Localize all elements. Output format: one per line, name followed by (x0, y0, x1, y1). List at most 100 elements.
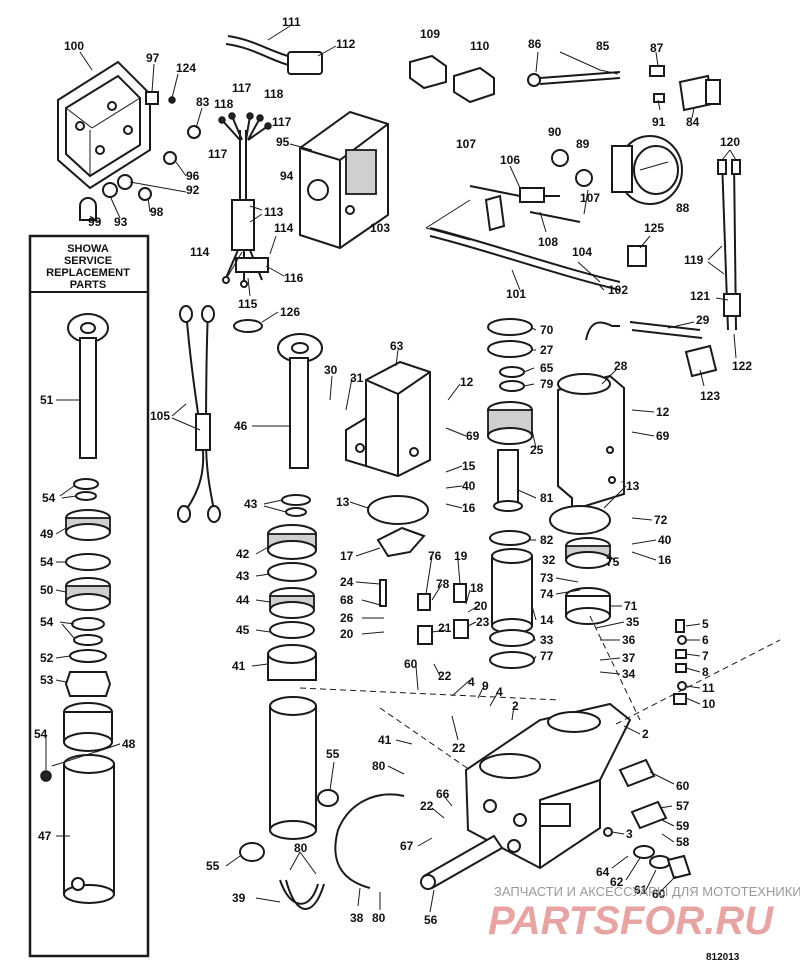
callout-117-c: 117 (208, 147, 228, 161)
callout-102: 102 (608, 283, 628, 297)
callout-69-a: 69 (466, 429, 480, 443)
callout-112: 112 (336, 37, 356, 51)
callout-63: 63 (390, 339, 404, 353)
callout-97: 97 (146, 51, 160, 65)
small-hardware-group-left (79, 91, 201, 221)
callout-57: 57 (676, 799, 690, 813)
callout-111: 111 (282, 15, 301, 29)
callout-114-b: 114 (190, 245, 210, 259)
trim-gauge-88 (551, 135, 683, 205)
callout-109: 109 (420, 27, 440, 41)
callout-8: 8 (702, 665, 709, 679)
callout-51: 51 (40, 393, 54, 407)
callout-12-b: 12 (656, 405, 670, 419)
callout-5: 5 (702, 617, 709, 631)
solenoid-box-95 (299, 110, 389, 250)
callout-18: 18 (470, 581, 484, 595)
callout-118-a: 118 (214, 97, 234, 111)
callout-126: 126 (280, 305, 300, 319)
callout-113: 113 (264, 205, 284, 219)
wiring-harness-113 (218, 35, 323, 288)
callout-85: 85 (596, 39, 610, 53)
callout-108: 108 (538, 235, 558, 249)
callout-leader-lines (45, 25, 737, 913)
callout-13-b: 13 (626, 479, 640, 493)
callout-20-a: 20 (340, 627, 354, 641)
callout-83: 83 (196, 95, 210, 109)
callout-13-a: 13 (336, 495, 350, 509)
callout-43-b: 43 (236, 569, 250, 583)
callout-119: 119 (684, 253, 704, 267)
callout-49: 49 (40, 527, 54, 541)
callout-54-b: 54 (40, 555, 54, 569)
callout-80-c: 80 (372, 911, 386, 925)
callout-122: 122 (732, 359, 752, 373)
hoses-38-39 (239, 789, 405, 910)
right-small-parts (603, 619, 692, 880)
dashed-assembly-lines (299, 615, 781, 771)
callout-105: 105 (150, 409, 170, 423)
callout-28: 28 (614, 359, 628, 373)
showa-inset-box: SHOWA SERVICE REPLACEMENT PARTS (28, 234, 150, 958)
callout-74: 74 (540, 587, 554, 601)
callout-96: 96 (186, 169, 200, 183)
callout-120: 120 (720, 135, 740, 149)
callout-2-a: 2 (512, 699, 519, 713)
callout-69-b: 69 (656, 429, 670, 443)
callout-55-a: 55 (326, 747, 340, 761)
callout-121: 121 (690, 289, 710, 303)
callout-27: 27 (540, 343, 554, 357)
callout-4-b: 4 (496, 685, 503, 699)
callout-48: 48 (122, 737, 136, 751)
callout-79: 79 (540, 377, 554, 391)
sender-leads-103 (429, 185, 647, 291)
callout-61: 61 (634, 883, 648, 897)
callout-46: 46 (234, 419, 248, 433)
callout-12-a: 12 (460, 375, 474, 389)
callout-60-a: 60 (404, 657, 418, 671)
callout-22-b: 22 (452, 741, 466, 755)
callout-4-a: 4 (468, 675, 475, 689)
callout-7: 7 (702, 649, 709, 663)
callout-80-a: 80 (372, 759, 386, 773)
inset-title-line-2: SERVICE (64, 255, 112, 267)
callout-26: 26 (340, 611, 354, 625)
callout-33: 33 (540, 633, 554, 647)
callout-44: 44 (236, 593, 250, 607)
callout-60-c: 60 (652, 887, 666, 901)
callout-68: 68 (340, 593, 354, 607)
callout-38: 38 (350, 911, 364, 925)
trim-motor-28 (557, 321, 625, 512)
callout-101: 101 (506, 287, 526, 301)
relays-and-cables-top (409, 54, 721, 112)
callout-56: 56 (424, 913, 438, 927)
watermark-tagline: ЗАПЧАСТИ И АКСЕССУАРЫ ДЛЯ МОТОТЕХНИКИ (494, 884, 800, 899)
inset-title-line-3: REPLACEMENT (46, 267, 130, 279)
callout-91: 91 (652, 115, 666, 129)
callout-54-c: 54 (40, 615, 54, 629)
callout-52: 52 (40, 651, 54, 665)
inset-title-line-4: PARTS (70, 279, 106, 291)
gear-pump-32-71 (565, 537, 611, 625)
callout-75: 75 (606, 555, 620, 569)
callout-88: 88 (676, 201, 690, 215)
callout-31: 31 (350, 371, 364, 385)
callout-40-a: 40 (462, 479, 476, 493)
callout-82: 82 (540, 533, 554, 547)
callout-62: 62 (610, 875, 624, 889)
callout-117-b: 117 (272, 115, 292, 129)
callout-16-b: 16 (658, 553, 672, 567)
callout-123: 123 (700, 389, 720, 403)
callout-92: 92 (186, 183, 200, 197)
manifold-body (420, 702, 632, 890)
callout-24: 24 (340, 575, 354, 589)
callout-58: 58 (676, 835, 690, 849)
callout-114-a: 114 (274, 221, 294, 235)
callout-116: 116 (284, 271, 304, 285)
callout-107-a: 107 (456, 137, 476, 151)
callout-9: 9 (482, 679, 489, 693)
callout-17: 17 (340, 549, 354, 563)
o-rings-13 (367, 495, 611, 535)
callout-104: 104 (572, 245, 592, 259)
